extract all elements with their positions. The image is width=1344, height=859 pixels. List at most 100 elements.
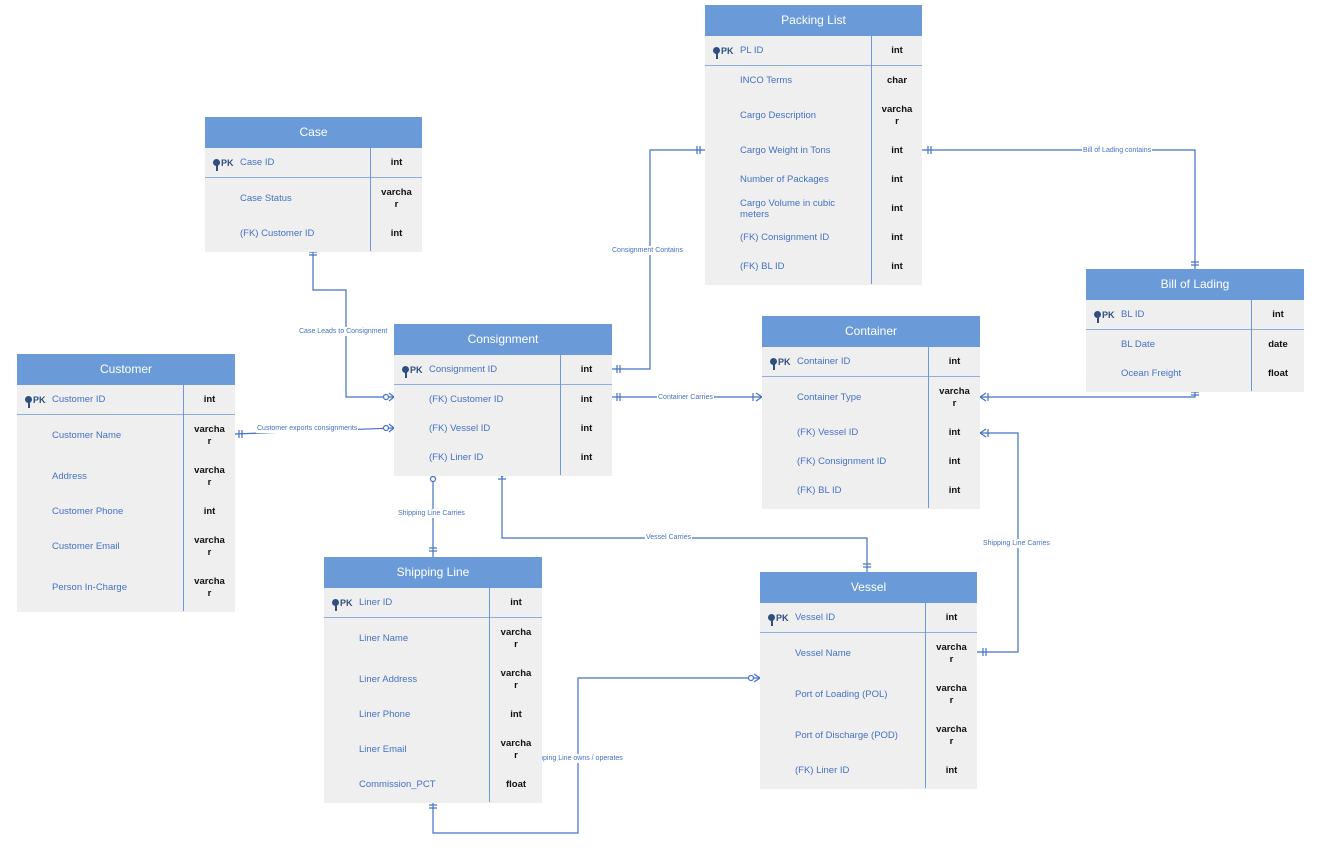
field-row[interactable]: (FK) BL ID int: [762, 476, 980, 505]
field-row[interactable]: Port of Loading (POL)varcha r: [760, 674, 977, 715]
primary-key-badge: PK: [770, 347, 791, 376]
field-row[interactable]: Person In-Charge varcha r: [17, 567, 235, 608]
field-type: int: [891, 260, 903, 272]
field-type: int: [1272, 308, 1284, 320]
pk-label: PK: [33, 394, 46, 405]
primary-key-badge: PK: [713, 36, 734, 65]
field-type: int: [891, 202, 903, 214]
field-row[interactable]: (FK) Consignment ID int: [705, 223, 922, 252]
field-type: float: [1267, 367, 1289, 379]
field-type: varcha r: [194, 423, 225, 447]
field-type: date: [1268, 338, 1288, 350]
rel-label-bol-contains: Bill of Lading contains: [1082, 146, 1153, 155]
field-name: (FK) Consignment ID: [740, 232, 830, 243]
field-type: varcha r: [194, 575, 225, 599]
key-icon: [768, 614, 775, 626]
rel-label-case-leads: Case Leads to Consignment: [298, 327, 389, 336]
column-divider: [871, 36, 872, 284]
column-divider: [489, 588, 490, 802]
column-divider: [925, 603, 926, 788]
field-name: (FK) Vessel ID: [429, 423, 491, 434]
field-type: int: [948, 484, 961, 496]
field-name: (FK) BL ID: [740, 261, 785, 272]
field-name: Liner Name: [359, 633, 409, 644]
field-name: INCO Terms: [740, 75, 793, 86]
rel-label-shipping-line-owns: Shipping Line owns / operates: [528, 754, 624, 763]
rel-label-container-carries: Container Carries: [657, 393, 714, 402]
field-row[interactable]: (FK) BL ID int: [705, 252, 922, 281]
field-type: int: [891, 44, 903, 56]
pk-label: PK: [776, 612, 789, 623]
pk-label: PK: [410, 364, 423, 375]
key-icon: [25, 396, 32, 408]
field-type: varcha r: [936, 641, 967, 665]
field-name: Case ID: [240, 157, 275, 168]
pk-label: PK: [778, 356, 791, 367]
field-name: Person In-Charge: [52, 582, 127, 593]
field-row[interactable]: Vessel Name varcha r: [760, 633, 977, 674]
field-name: (FK) BL ID: [797, 485, 842, 496]
field-type: int: [948, 455, 961, 467]
field-row[interactable]: Port of Discharge (POD)varcha r: [760, 715, 977, 756]
field-type: varcha r: [194, 464, 225, 488]
field-type: int: [891, 231, 903, 243]
key-icon: [770, 358, 777, 370]
column-divider: [1251, 300, 1252, 391]
field-name: Customer Name: [52, 430, 122, 441]
field-type: int: [203, 505, 216, 517]
primary-key-badge: PK: [1094, 300, 1115, 329]
field-name: Commission_PCT: [359, 779, 436, 790]
field-name: (FK) Liner ID: [429, 452, 484, 463]
rel-case-leads-line: [312, 247, 394, 398]
field-name: Liner ID: [359, 597, 393, 608]
field-name: Case Status: [240, 193, 292, 204]
field-row[interactable]: Customer Name varcha r: [17, 415, 235, 456]
field-type: int: [203, 393, 216, 405]
field-type: int: [390, 227, 403, 239]
field-row[interactable]: Ocean Freight float: [1086, 359, 1304, 388]
rel-label-shipping-line-carries-2: Shipping Line Carries: [982, 539, 1051, 548]
field-name: Vessel Name: [795, 648, 851, 659]
field-name: Ocean Freight: [1121, 368, 1182, 379]
primary-key-badge: PK: [402, 355, 423, 384]
